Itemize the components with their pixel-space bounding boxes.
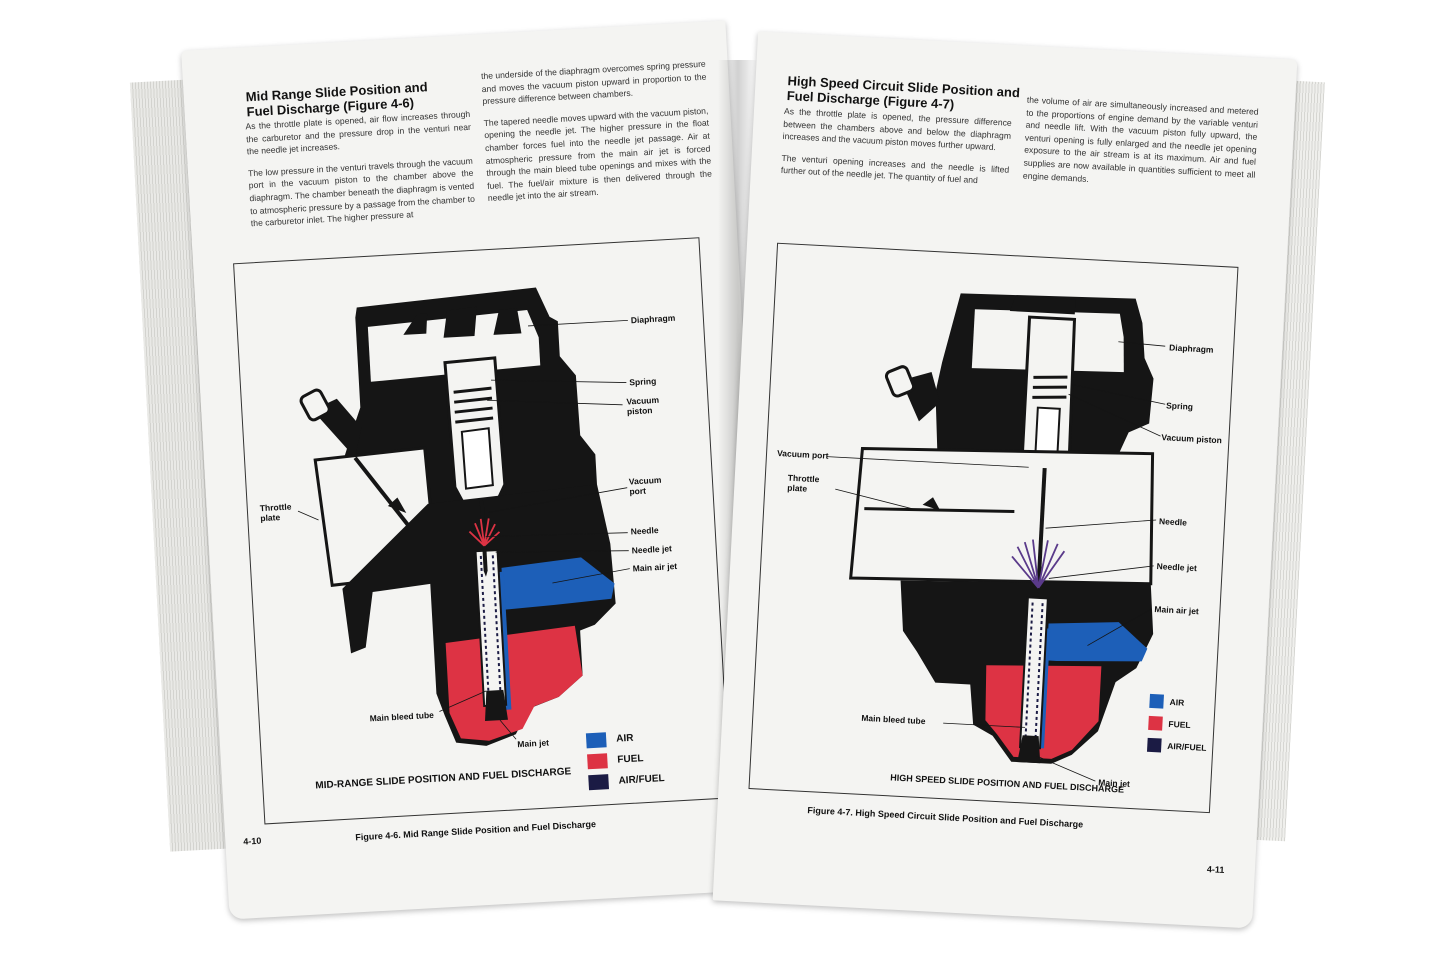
left-text-column-1: As the throttle plate is opened, air flo… [245,108,476,239]
right-legend-air-fuel-label: AIR/FUEL [1167,740,1207,753]
left-label-vacuum-piston-line2: piston [626,405,653,417]
left-col1-paragraph-2: The low pressure in the venturi travels … [247,155,476,229]
fuel-swatch [587,753,608,770]
right-label-spring: Spring [1165,400,1194,412]
air-fuel-swatch [588,774,610,791]
left-label-spring: Spring [629,375,657,388]
right-legend-air-label: AIR [1169,696,1185,708]
right-label-throttle-plate: Throttle plate [787,473,820,495]
left-label-vacuum-port-line2: port [629,485,647,497]
right-figure-frame: Diaphragm Spring Vacuum piston Vacuum po… [748,242,1239,814]
left-carburetor-diagram [297,287,630,746]
left-label-vacuum-port: Vacuum port [629,475,663,497]
right-page: High Speed Circuit Slide Position and Fu… [712,31,1298,929]
right-carburetor-diagram [826,293,1166,782]
air-fuel-swatch [1146,737,1162,753]
air-swatch [1149,693,1164,709]
left-text-column-2: the underside of the diaphragm overcomes… [481,58,714,214]
left-legend-air: AIR [585,731,634,749]
right-text-column-1: As the throttle plate is opened, the pre… [780,105,1012,198]
air-swatch [585,732,607,749]
right-figure-caption: Figure 4-7. High Speed Circuit Slide Pos… [807,805,1084,830]
left-label-throttle-plate: Throttle plate [260,501,293,523]
left-label-needle: Needle [630,524,659,537]
left-col2-paragraph-2: The tapered needle moves upward with the… [483,105,713,204]
left-page: Mid Range Slide Position and Fuel Discha… [181,20,774,920]
right-col1-paragraph-2: The venturi opening increases and the ne… [780,152,1010,186]
left-figure-frame: Diaphragm Spring Vacuum piston Throttle … [233,237,731,825]
left-label-main-jet: Main jet [517,737,550,750]
left-label-vacuum-piston: Vacuum piston [626,395,660,417]
left-legend-air-label: AIR [615,732,634,745]
left-figure-caption: Figure 4-6. Mid Range Slide Position and… [355,818,597,843]
left-legend-air-fuel-label: AIR/FUEL [618,773,665,787]
left-legend-fuel-label: FUEL [617,753,644,766]
right-label-needle: Needle [1158,516,1188,528]
right-label-throttle-plate-line2: plate [787,482,808,494]
left-col2-paragraph-1: the underside of the diaphragm overcomes… [480,58,707,107]
right-label-needle-jet: Needle jet [1156,561,1198,574]
right-legend-air: AIR [1149,693,1185,710]
right-text-column-2: the volume of air are simultaneously inc… [1022,94,1259,203]
right-col2-paragraph-1: the volume of air are simultaneously inc… [1022,94,1259,184]
left-label-throttle-plate-line2: plate [260,512,281,524]
left-page-number: 4-10 [243,835,262,847]
fuel-swatch [1148,715,1163,731]
left-legend-fuel: FUEL [587,751,644,770]
right-page-number: 4-11 [1206,864,1225,876]
right-legend-fuel: FUEL [1148,715,1191,732]
right-legend-fuel-label: FUEL [1168,718,1191,731]
